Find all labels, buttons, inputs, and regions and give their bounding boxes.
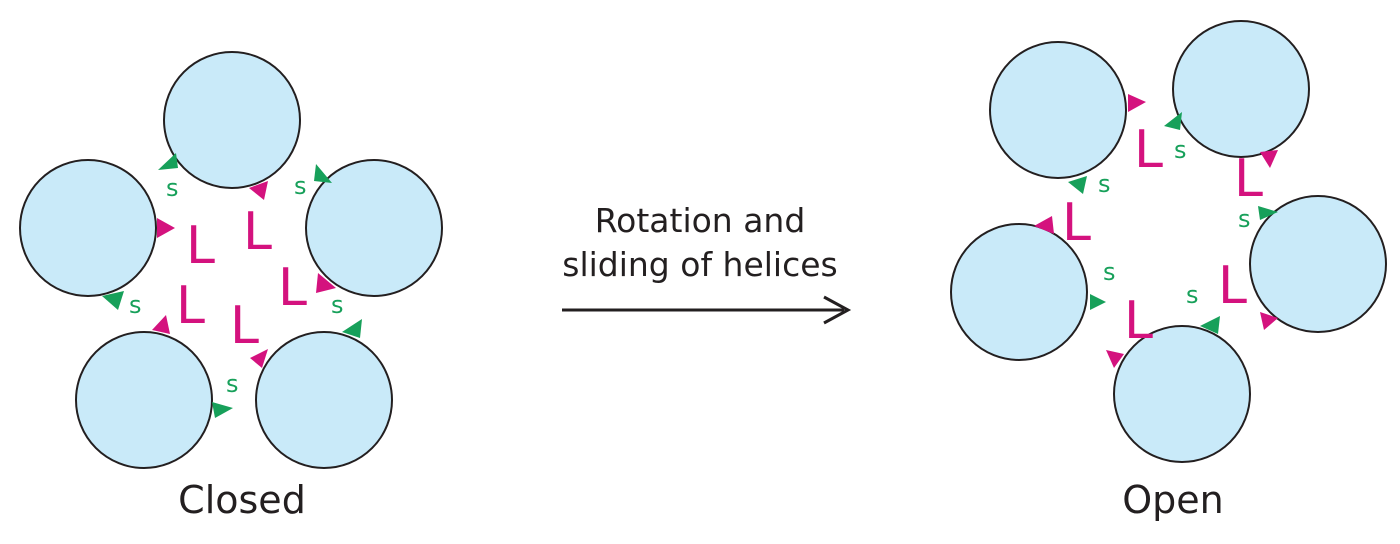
- closed-large-residue-marker: [249, 181, 268, 200]
- open-small-residue-label: s: [1098, 170, 1111, 198]
- closed-small-residue-marker: [102, 291, 124, 310]
- closed-large-residue-label: L: [186, 216, 215, 276]
- transition-label-line2: sliding of helices: [562, 245, 838, 284]
- closed-small-residue-label: s: [331, 291, 344, 319]
- open-small-residue-label: s: [1238, 205, 1251, 233]
- closed-large-residue-label: L: [243, 202, 272, 262]
- open-large-residue-label: L: [1134, 120, 1163, 180]
- closed-helix-bottom-right: [255, 331, 393, 469]
- open-large-residue-marker: [1260, 150, 1278, 168]
- closed-small-residue-marker: [314, 164, 332, 183]
- closed-large-residue-label: L: [278, 258, 307, 318]
- closed-small-residue-marker: [158, 153, 178, 170]
- closed-small-residue-label: s: [226, 370, 239, 398]
- closed-small-residue-label: s: [129, 291, 142, 319]
- closed-helix-left: [19, 159, 157, 297]
- open-small-residue-marker: [1200, 316, 1220, 334]
- closed-large-residue-marker: [316, 273, 336, 293]
- open-small-residue-marker: [1258, 206, 1278, 220]
- open-large-residue-label: L: [1218, 256, 1247, 316]
- closed-small-residue-marker: [342, 319, 362, 338]
- open-small-residue-label: s: [1174, 136, 1187, 164]
- transition-arrow-head: [823, 295, 852, 325]
- open-helix-bottom: [1113, 325, 1251, 463]
- closed-large-residue-marker: [157, 218, 175, 238]
- transition-group: Rotation and sliding of helices: [562, 201, 852, 325]
- open-caption: Open: [1122, 478, 1224, 522]
- closed-small-residue-marker: [212, 402, 233, 418]
- open-small-residue-marker: [1068, 176, 1087, 194]
- closed-large-residue-label: L: [176, 276, 205, 336]
- open-helix-top-right: [1172, 20, 1310, 158]
- open-small-residue-marker: [1090, 294, 1106, 310]
- open-state-group: s s s s s L L L L L Open: [950, 20, 1387, 522]
- open-helix-left: [950, 223, 1088, 361]
- open-small-residue-label: s: [1186, 281, 1199, 309]
- open-large-residue-label: L: [1234, 149, 1263, 209]
- open-small-residue-marker: [1164, 112, 1182, 130]
- open-large-residue-marker: [1106, 350, 1124, 368]
- closed-large-residue-label: L: [230, 296, 259, 356]
- closed-large-residue-marker: [152, 315, 170, 334]
- closed-large-residue-marker: [250, 349, 268, 368]
- open-helix-right: [1249, 195, 1387, 333]
- open-large-residue-marker: [1128, 94, 1146, 112]
- closed-caption: Closed: [178, 478, 306, 522]
- open-large-residue-label: L: [1062, 193, 1091, 253]
- closed-small-residue-label: s: [166, 174, 179, 202]
- transition-label-line1: Rotation and: [595, 201, 806, 240]
- closed-helix-bottom-left: [75, 331, 213, 469]
- closed-small-residue-label: s: [294, 172, 307, 200]
- open-large-residue-marker: [1260, 312, 1278, 330]
- closed-state-group: s s s s s L L L L L Closed: [19, 51, 443, 522]
- open-small-residue-label: s: [1103, 258, 1116, 286]
- open-large-residue-label: L: [1124, 291, 1153, 351]
- open-helix-top-left: [989, 41, 1127, 179]
- closed-helix-right: [305, 159, 443, 297]
- open-large-residue-marker: [1034, 216, 1054, 234]
- closed-helix-top: [163, 51, 301, 189]
